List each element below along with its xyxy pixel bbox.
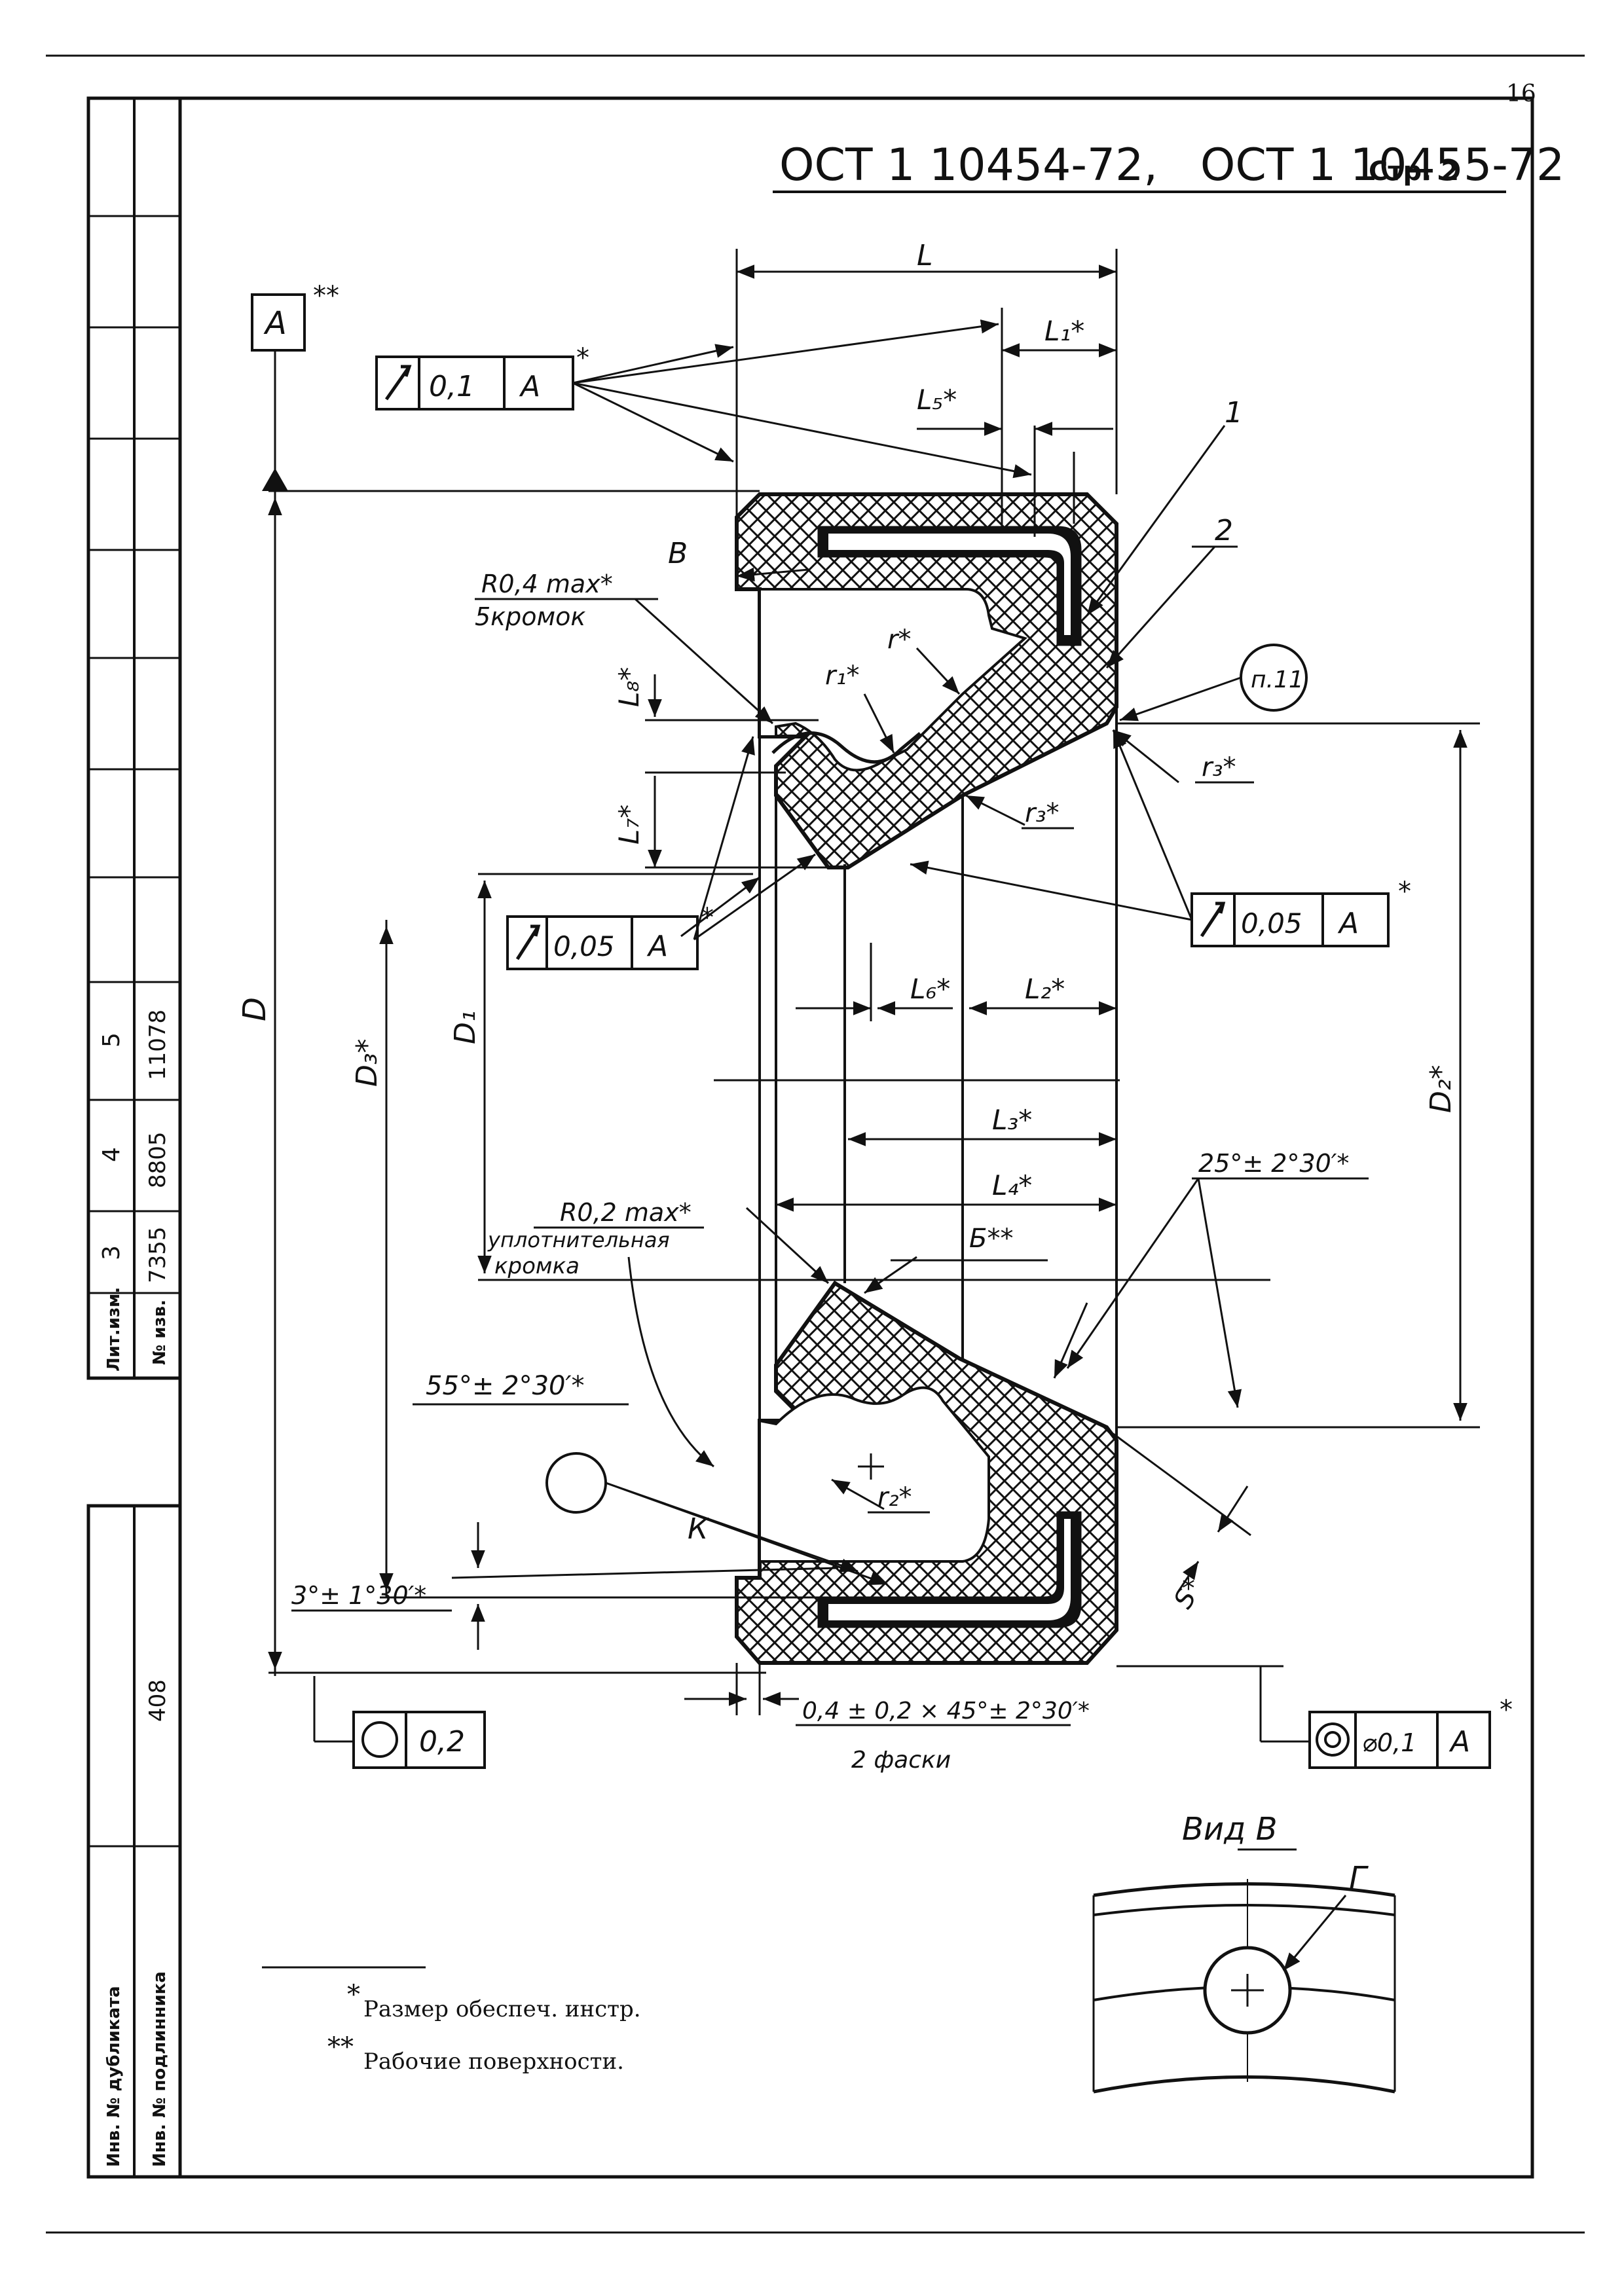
tol-roundness-value: 0,2: [419, 1725, 465, 1758]
label-underlines: [262, 545, 1369, 1969]
tol-right-value: 0,05: [1241, 907, 1302, 939]
seal-section-top: [735, 492, 1118, 869]
view-b-title: Вид В: [1182, 1811, 1278, 1848]
footnote-1-text: Размер обеспеч. инстр.: [363, 1996, 641, 2022]
label-angle25: 25°± 2°30′*: [1198, 1149, 1349, 1178]
label-seal-edge-2: кромка: [494, 1253, 580, 1279]
col-3-val: 7355: [145, 1226, 171, 1283]
dim-S: S*: [1168, 1573, 1209, 1614]
label-K: К: [688, 1512, 709, 1546]
dim-L: L: [917, 239, 933, 272]
dim-r: r*: [887, 625, 911, 655]
tolerance-frame-right: 0,05 А *: [1190, 877, 1411, 947]
annotation-labels: В 1 2 R0,4 max* 5кромок R0,2 max* уплотн…: [291, 396, 1349, 1774]
footnote-2-text: Рабочие поверхности.: [363, 2049, 624, 2075]
duplicate-no: 408: [145, 1679, 171, 1722]
datum-a-label: А: [263, 305, 287, 342]
tol-conc-mark: *: [1500, 1695, 1513, 1725]
tolerance-frame-top: 0,1 А *: [375, 343, 589, 410]
dim-D3: D₃*: [350, 1038, 384, 1087]
tol-conc-datum: А: [1449, 1725, 1470, 1758]
dim-L8: L₈*: [613, 667, 645, 707]
dimension-labels: L L₁* L₅* L₆* L₂* L₃* L₄* L₇* L₈* D D₃* …: [236, 239, 1458, 1614]
label-chamfer: 0,4 ± 0,2 × 45°± 2°30′*: [802, 1698, 1090, 1724]
footnotes: * Размер обеспеч. инстр. ** Рабочие пове…: [327, 1980, 641, 2075]
tol-right-datum: А: [1337, 907, 1359, 940]
footnote-2-mark: **: [327, 2032, 354, 2062]
label-G: Г: [1349, 1860, 1369, 1897]
label-five-edges: 5кромок: [475, 602, 585, 631]
dim-D2: D₂*: [1424, 1065, 1458, 1113]
row-label-izv: № изв.: [150, 1300, 170, 1365]
label-B: В: [668, 537, 688, 570]
tolerance-frame-left: 0,05 А *: [506, 903, 714, 970]
tol-top-mark: *: [576, 343, 589, 373]
dim-D: D: [236, 997, 273, 1021]
dim-L5: L₅*: [917, 384, 957, 416]
tol-top-datum: А: [519, 370, 540, 403]
inv-original-label: Инв. № подлинника: [150, 1971, 170, 2167]
datum-a-mark: **: [313, 281, 339, 311]
dim-r1: r₁*: [825, 661, 859, 691]
dim-L7: L₇*: [613, 805, 645, 845]
dim-D1: D₁: [449, 1010, 482, 1044]
dim-r3b: r₃*: [1025, 798, 1059, 828]
col-5-val: 11078: [145, 1010, 171, 1080]
detail-circle-icon: [545, 1452, 607, 1514]
dim-L2: L₂*: [1025, 973, 1065, 1005]
note-ref-label: п.11: [1251, 666, 1304, 693]
col-3-num: 3: [98, 1245, 125, 1260]
label-r02: R0,2 max*: [560, 1198, 692, 1227]
dim-L3: L₃*: [992, 1104, 1032, 1136]
roundness-symbol-icon: [361, 1721, 398, 1758]
dim-r3a: r₃*: [1202, 752, 1236, 782]
tol-top-value: 0,1: [429, 370, 475, 403]
datum-a: А **: [251, 281, 339, 491]
tol-right-mark: *: [1398, 877, 1411, 907]
bore-lines: [758, 707, 1118, 1440]
label-angle55: 55°± 2°30′*: [426, 1371, 585, 1401]
dim-r2: r₂*: [877, 1482, 912, 1512]
label-angle3: 3°± 1°30′*: [291, 1581, 426, 1610]
row-label-lit: Лит.изм.: [104, 1287, 124, 1372]
col-5-num: 5: [98, 1032, 125, 1048]
dim-L6: L₆*: [910, 973, 950, 1005]
tol-conc-value: ⌀0,1: [1362, 1728, 1416, 1757]
dim-L1: L₁*: [1044, 315, 1084, 347]
label-r04: R0,4 max*: [481, 570, 613, 598]
tolerance-frame-roundness: 0,2: [352, 1711, 486, 1769]
tolerance-frame-concentricity: ⌀0,1 А *: [1308, 1695, 1513, 1769]
label-pos1: 1: [1225, 396, 1243, 429]
view-b: Вид В Г: [1092, 1811, 1396, 2094]
tol-left-datum: А: [646, 930, 668, 963]
label-seal-edge-1: уплотнительная: [487, 1228, 670, 1252]
note-ref-circle: [1240, 644, 1308, 712]
label-Bmark: Б**: [969, 1224, 1013, 1254]
header-title: ОСТ 1 10454-72, ОСТ 1 10455-72: [779, 139, 1564, 191]
col-4-val: 8805: [145, 1131, 171, 1188]
label-pos2: 2: [1215, 514, 1233, 547]
header: ОСТ 1 10454-72, ОСТ 1 10455-72 Стр. 2: [773, 139, 1564, 193]
page-number: 16: [1506, 81, 1536, 107]
side-table: 5 11078 4 8805 3 7355 Лит.изм. № изв.: [86, 96, 182, 1380]
footnote-1-mark: *: [347, 1980, 360, 2010]
side-table-lower: 408 Инв. № дубликата Инв. № подлинника: [86, 1504, 182, 2179]
tol-left-value: 0,05: [553, 930, 615, 962]
concentricity-symbol-icon: [1316, 1722, 1350, 1757]
inv-duplicate-label: Инв. № дубликата: [104, 1986, 124, 2167]
seal-section-bottom: [735, 1280, 1118, 1665]
col-4-num: 4: [98, 1147, 125, 1162]
tol-left-mark: *: [701, 903, 714, 933]
leader-lines: [313, 319, 1310, 1743]
header-page-label: Стр. 2: [1369, 156, 1459, 187]
dim-L4: L₄*: [992, 1169, 1032, 1201]
label-chamfer-count: 2 фаски: [851, 1747, 951, 1774]
